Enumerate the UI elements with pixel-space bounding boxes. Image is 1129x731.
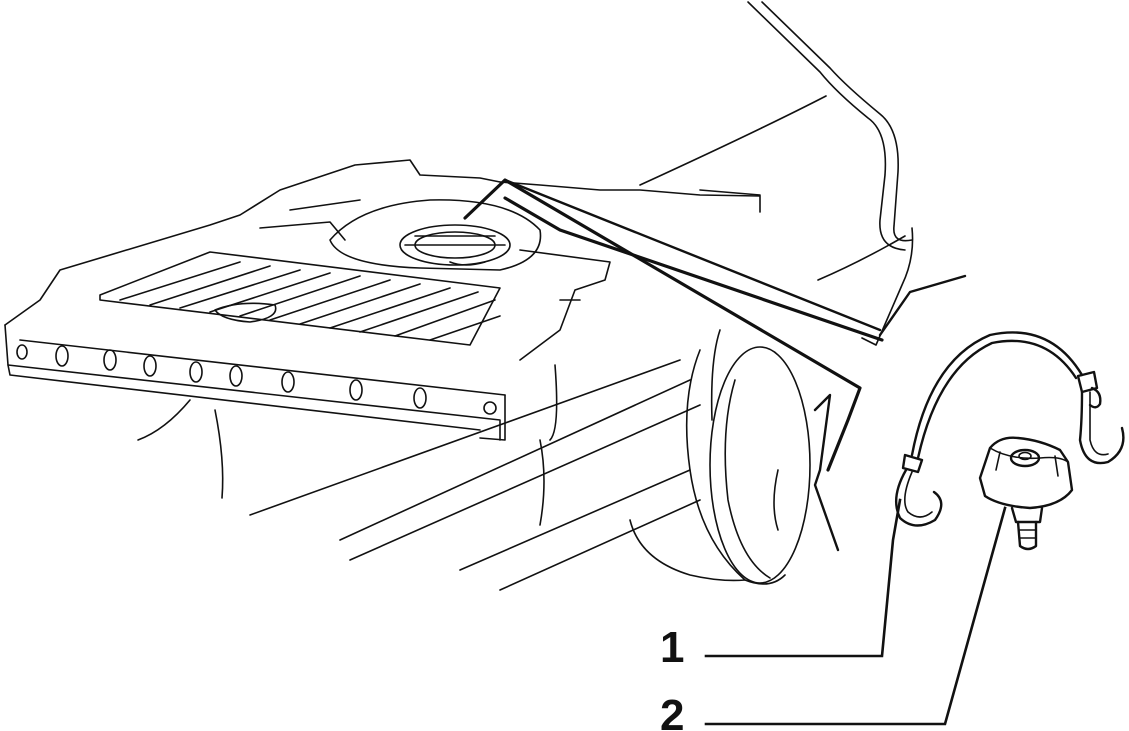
spare-wheel-well [329,199,542,271]
callout-label-2: 2 [660,691,684,731]
trunk-seal-strip [463,178,884,472]
rear-wheel [629,329,840,585]
leader-line-2 [704,506,1007,726]
front-edge-holes [16,344,497,415]
callout-1: 1 [660,498,902,672]
floor-ribs [99,251,501,346]
cable-assembly [894,331,1125,527]
mounting-bracket [978,436,1074,551]
callout-2: 2 [660,506,1007,731]
callout-label-1: 1 [660,623,684,672]
vehicle-body [137,1,967,591]
leader-line-1 [704,498,902,658]
trunk-floor-pan [4,159,761,441]
